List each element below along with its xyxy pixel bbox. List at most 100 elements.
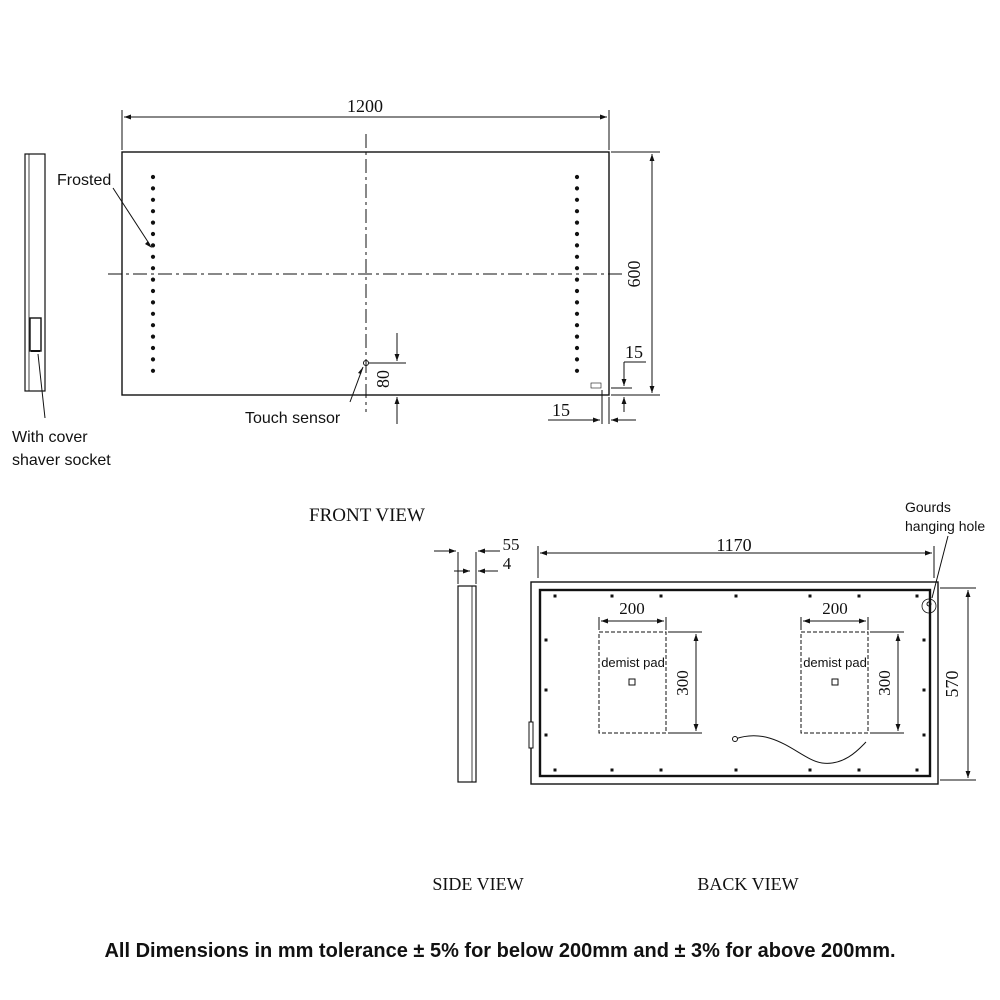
frame-fixing-point (922, 688, 926, 692)
touch-sensor-marker (363, 360, 369, 366)
led-dot (150, 243, 156, 248)
front-bottom-offset-label: 15 (552, 400, 570, 420)
led-dot (574, 300, 580, 305)
frame-fixing-point (659, 768, 663, 772)
led-dot (574, 277, 580, 282)
led-dot (574, 357, 580, 362)
back-view-title: BACK VIEW (697, 874, 798, 894)
led-dot (150, 254, 156, 259)
demist-pad-1-label: demist pad (601, 655, 665, 670)
left-led-strip (150, 174, 156, 373)
frame-fixing-point (610, 594, 614, 598)
led-dot (150, 186, 156, 191)
demist-pad-1-width-label: 200 (619, 599, 645, 618)
demist-pad-2-connector (831, 678, 839, 686)
led-dot (574, 197, 580, 202)
frame-fixing-point (610, 768, 614, 772)
frame-fixing-point (734, 594, 738, 598)
led-dot (574, 266, 580, 271)
shaver-socket-leader (37, 353, 46, 419)
side-view (434, 548, 500, 783)
led-dot (574, 174, 580, 180)
led-dot (574, 243, 580, 248)
frame-fixing-point (915, 768, 919, 772)
led-dot (574, 231, 580, 237)
led-dot (150, 209, 156, 214)
led-dot (150, 357, 156, 362)
back-width-label: 1170 (716, 535, 751, 555)
front-side-profile (24, 153, 46, 392)
led-dot (574, 209, 580, 214)
frame-fixing-point (734, 768, 738, 772)
led-dot (574, 345, 580, 351)
frosted-leader (112, 187, 151, 246)
led-dot (574, 186, 580, 191)
frame-fixing-point (544, 638, 548, 642)
frame-fixing-points (544, 594, 926, 772)
led-dot (150, 277, 156, 282)
back-view (528, 535, 976, 785)
side-depth-label: 55 (503, 535, 520, 554)
led-dot (574, 334, 580, 339)
led-dot (150, 266, 156, 271)
frame-fixing-point (857, 594, 861, 598)
demist-pad-2-label: demist pad (803, 655, 867, 670)
led-dot (150, 300, 156, 305)
led-dot (150, 368, 156, 373)
led-dot (150, 231, 156, 237)
frame-fixing-point (922, 733, 926, 737)
led-dot (150, 345, 156, 351)
front-height-label: 600 (624, 261, 644, 288)
led-dot (574, 323, 580, 328)
demist-pad-1-connector (628, 678, 636, 686)
shaver-socket-label-line1: With cover (12, 429, 88, 446)
led-dot (574, 254, 580, 259)
led-dot (150, 323, 156, 328)
hanging-hole-leader (931, 535, 949, 599)
demist-pad-1-height-label: 300 (673, 670, 692, 696)
back-inner-frame (538, 588, 932, 778)
frame-fixing-point (544, 733, 548, 737)
demist-pad-2-outline (800, 631, 869, 734)
demist-pad-2-height-label: 300 (875, 670, 894, 696)
frame-fixing-point (922, 638, 926, 642)
frame-fixing-point (857, 768, 861, 772)
led-dot (574, 288, 580, 294)
power-cable (734, 735, 867, 764)
frame-fixing-point (544, 688, 548, 692)
led-dot (150, 220, 156, 225)
back-height-label: 570 (942, 671, 962, 698)
led-dot (150, 197, 156, 202)
frosted-label: Frosted (57, 172, 111, 189)
led-dot (150, 334, 156, 339)
frame-fixing-point (553, 768, 557, 772)
front-sensor-height-label: 80 (373, 370, 393, 388)
tolerance-note: All Dimensions in mm tolerance ± 5% for … (104, 940, 896, 962)
led-dot (574, 311, 580, 316)
side-view-title: SIDE VIEW (432, 874, 523, 894)
hanging-hole-label-line1: Gourds (905, 499, 951, 515)
led-dot (150, 288, 156, 294)
led-dot (574, 220, 580, 225)
frame-fixing-point (659, 594, 663, 598)
frame-fixing-point (553, 594, 557, 598)
frame-fixing-point (915, 594, 919, 598)
touch-sensor-label: Touch sensor (245, 410, 341, 427)
side-profile (457, 585, 477, 783)
front-width-label: 1200 (347, 96, 383, 116)
frame-fixing-point (808, 768, 812, 772)
hanging-hole-label-line2: hanging hole (905, 518, 985, 534)
hanging-hole-icon (921, 598, 937, 614)
back-outer-frame (530, 581, 939, 785)
led-dot (150, 174, 156, 180)
front-view-title: FRONT VIEW (309, 505, 425, 526)
led-dot (574, 368, 580, 373)
demist-pad-2-width-label: 200 (822, 599, 848, 618)
led-dot (150, 311, 156, 316)
right-led-strip (574, 174, 580, 373)
shaver-socket-icon (29, 317, 42, 352)
frame-fixing-point (808, 594, 812, 598)
side-glass-label: 4 (503, 554, 512, 573)
shaver-socket-label-line2: shaver socket (12, 452, 111, 469)
